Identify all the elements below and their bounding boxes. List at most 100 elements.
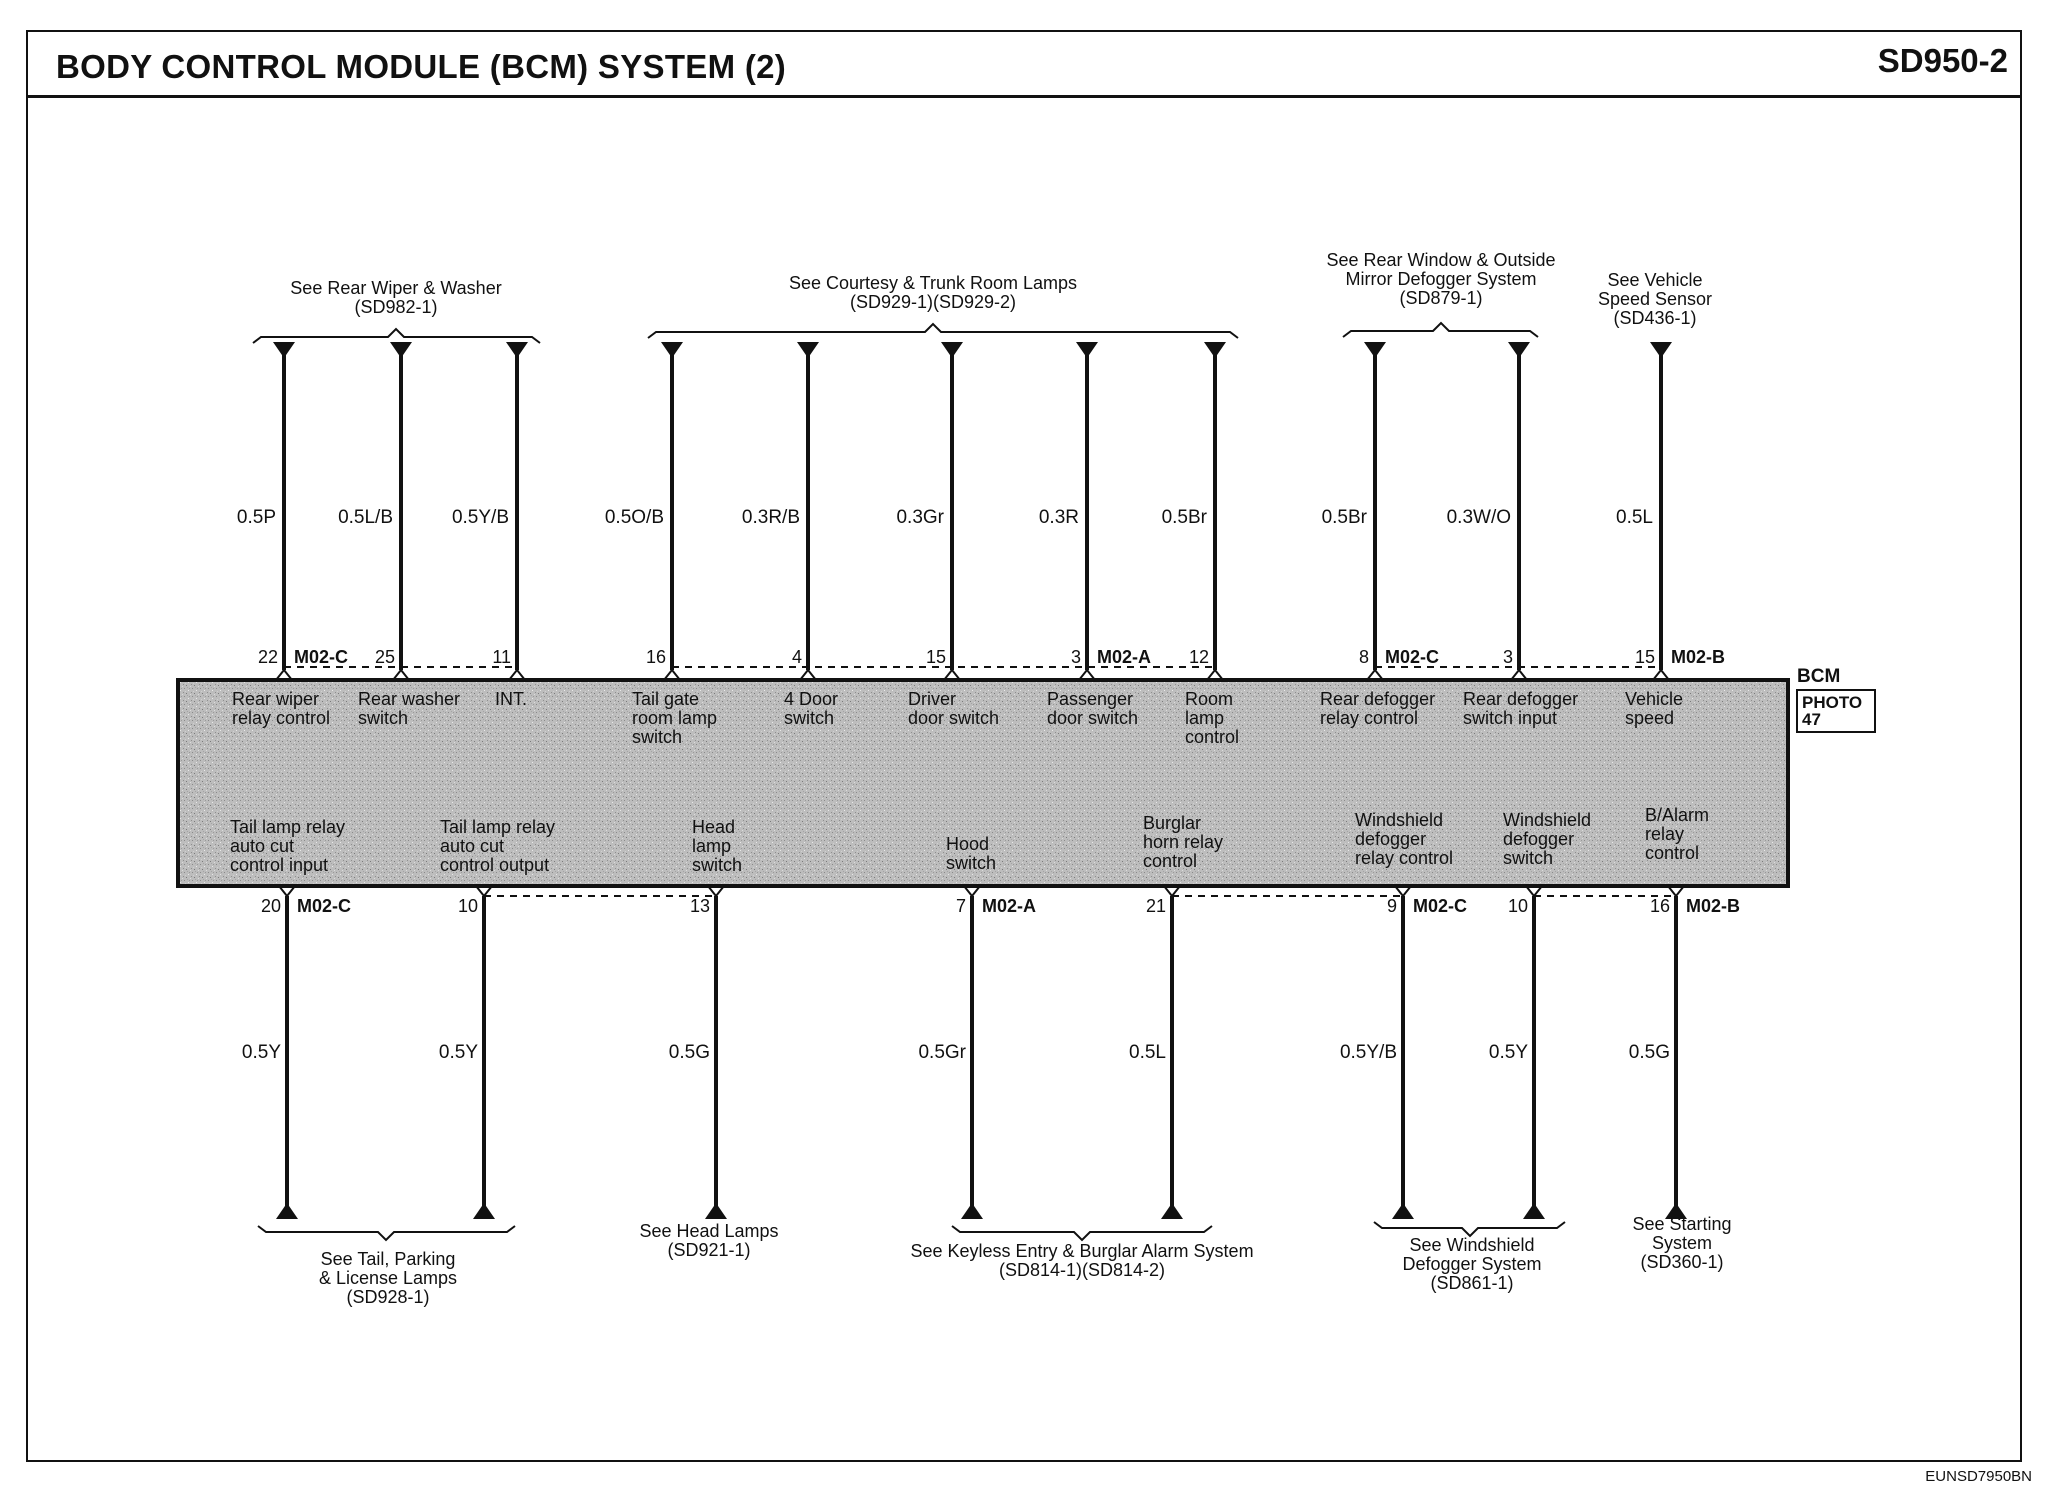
wire-color-label: 0.5L: [1129, 1042, 1166, 1063]
pin-terminal-icon: [508, 668, 526, 681]
connector-arrow-icon: [1392, 1203, 1414, 1219]
pin-terminal-icon: [1667, 885, 1685, 898]
connector-id: M02-C: [294, 647, 348, 667]
connector-arrow-icon: [1650, 342, 1672, 358]
pin-number: 15: [1635, 647, 1655, 667]
pin-terminal-icon: [1652, 668, 1670, 681]
connector-arrow-icon: [661, 342, 683, 358]
pin-number: 13: [690, 896, 710, 916]
wire-color-label: 0.3Gr: [896, 507, 944, 528]
connector-id: M02-A: [982, 896, 1036, 916]
pin-terminal-icon: [1078, 668, 1096, 681]
connector-arrow-icon: [1523, 1203, 1545, 1219]
pin-terminal-icon: [275, 668, 293, 681]
connector-arrow-icon: [1204, 342, 1226, 358]
pin-number: 21: [1146, 896, 1166, 916]
pin-terminal-icon: [1163, 885, 1181, 898]
wire-color-label: 0.5Y: [1489, 1042, 1528, 1063]
connector-arrow-icon: [276, 1203, 298, 1219]
connector-arrow-icon: [941, 342, 963, 358]
group-bracket: [1342, 321, 1539, 338]
footer-code: EUNSD7950BN: [1925, 1468, 2032, 1485]
connector-arrow-icon: [1076, 342, 1098, 358]
connector-id: M02-C: [297, 896, 351, 916]
connector-arrow-icon: [961, 1203, 983, 1219]
pin-terminal-icon: [943, 668, 961, 681]
wire-color-label: 0.5P: [237, 507, 276, 528]
connector-id: M02-C: [1385, 647, 1439, 667]
wire-color-label: 0.3W/O: [1447, 507, 1511, 528]
pin-terminal-icon: [475, 885, 493, 898]
pin-number: 8: [1359, 647, 1369, 667]
pin-number: 4: [792, 647, 802, 667]
bcm-label: BCM: [1797, 666, 1840, 687]
pin-number: 3: [1071, 647, 1081, 667]
pin-number: 12: [1189, 647, 1209, 667]
pin-terminal-icon: [1366, 668, 1384, 681]
pin-number: 16: [1650, 896, 1670, 916]
connector-arrow-icon: [797, 342, 819, 358]
pin-number: 15: [926, 647, 946, 667]
group-reference-label: See Head Lamps(SD921-1): [639, 1221, 778, 1260]
connector-arrow-icon: [1161, 1203, 1183, 1219]
connector-arrow-icon: [1364, 342, 1386, 358]
pin-number: 16: [646, 647, 666, 667]
connector-arrow-icon: [1508, 342, 1530, 358]
connector-arrow-icon: [1665, 1203, 1687, 1219]
title-bar: BODY CONTROL MODULE (BCM) SYSTEM (2) SD9…: [26, 30, 2022, 98]
connector-arrow-icon: [273, 342, 295, 358]
wire-color-label: 0.3R: [1039, 507, 1079, 528]
wire-color-label: 0.5L: [1616, 507, 1653, 528]
group-reference-label: See Rear Wiper & Washer(SD982-1): [290, 278, 501, 317]
wire-color-label: 0.5Y: [439, 1042, 478, 1063]
group-bracket: [647, 322, 1239, 339]
wire-color-label: 0.5L/B: [338, 507, 393, 528]
pin-number: 9: [1387, 896, 1397, 916]
page-title: BODY CONTROL MODULE (BCM) SYSTEM (2): [56, 48, 787, 85]
wire-color-label: 0.5Y/B: [1340, 1042, 1397, 1063]
pin-terminal-icon: [963, 885, 981, 898]
pin-number: 25: [375, 647, 395, 667]
connector-id: M02-B: [1686, 896, 1740, 916]
wire-color-label: 0.5Br: [1322, 507, 1368, 528]
group-reference-label: See Keyless Entry & Burglar Alarm System…: [910, 1241, 1253, 1280]
group-reference-label: See Tail, Parking& License Lamps(SD928-1…: [319, 1249, 457, 1307]
pin-terminal-icon: [1525, 885, 1543, 898]
pin-terminal-icon: [663, 668, 681, 681]
photo-box: [1796, 689, 1876, 733]
wire-color-label: 0.5Gr: [918, 1042, 966, 1063]
pin-number: 11: [492, 647, 511, 667]
wire-color-label: 0.3R/B: [742, 507, 800, 528]
pin-terminal-icon: [278, 885, 296, 898]
connector-id: M02-C: [1413, 896, 1467, 916]
wire-color-label: 0.5Y/B: [452, 507, 509, 528]
group-bracket: [951, 1225, 1213, 1242]
bcm-module-box: [176, 678, 1790, 888]
wire-color-label: 0.5G: [1629, 1042, 1670, 1063]
diagram-frame: [26, 30, 2022, 1462]
pin-terminal-icon: [1510, 668, 1528, 681]
wire-color-label: 0.5O/B: [605, 507, 664, 528]
connector-arrow-icon: [473, 1203, 495, 1219]
pin-number: 20: [261, 896, 281, 916]
pin-number: 10: [458, 896, 478, 916]
pin-number: 7: [956, 896, 966, 916]
pin-number: 3: [1503, 647, 1513, 667]
